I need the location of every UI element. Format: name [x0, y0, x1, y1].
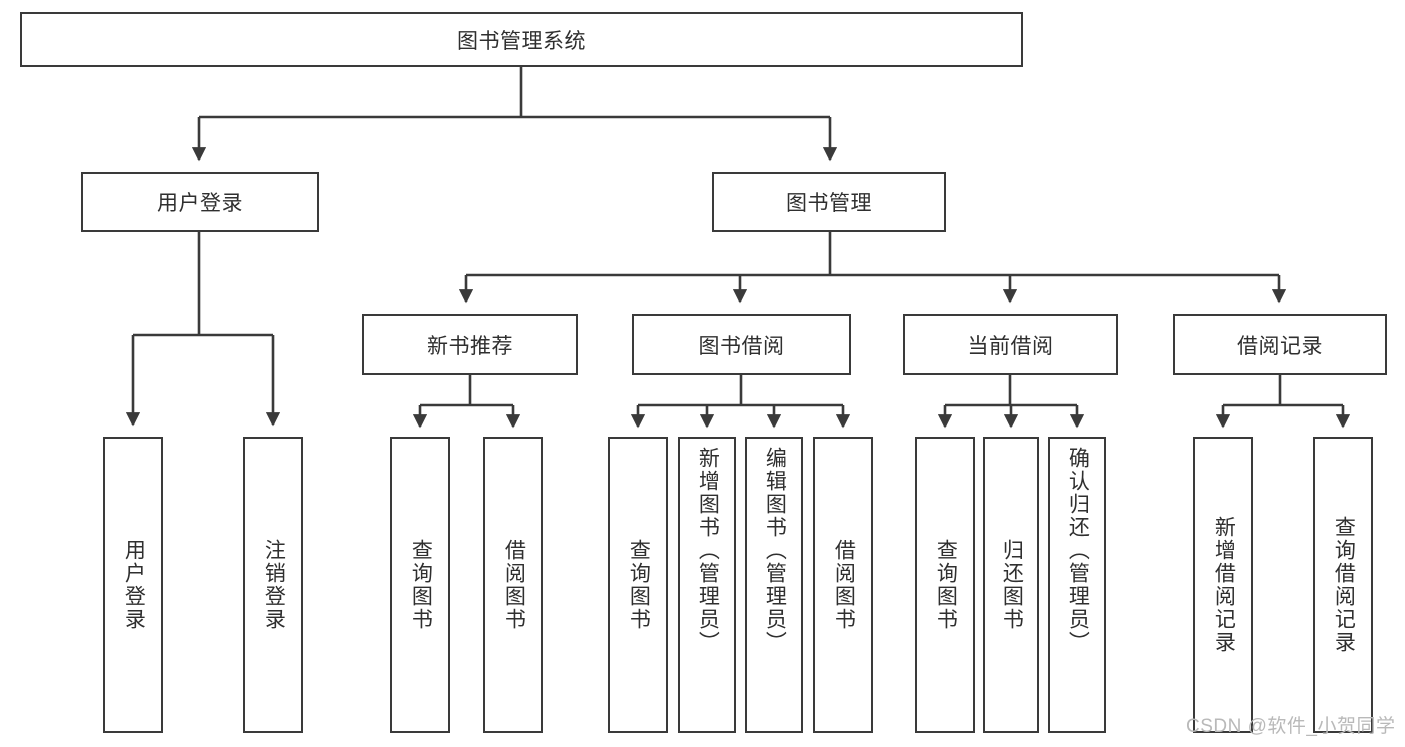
node-leaf-logout[interactable]: 注销登录 [243, 437, 303, 733]
node-leaf-borrow-book-2[interactable]: 借阅图书 [813, 437, 873, 733]
node-user-login-label: 用户登录 [157, 192, 243, 215]
node-leaf-query-record[interactable]: 查询借阅记录 [1313, 437, 1373, 733]
node-leaf-return-book-label: 归还图书 [1000, 539, 1024, 631]
node-leaf-user-login-label: 用户登录 [122, 539, 146, 631]
node-leaf-user-login[interactable]: 用户登录 [103, 437, 163, 733]
node-leaf-add-record[interactable]: 新增借阅记录 [1193, 437, 1253, 733]
node-new-book-recommend[interactable]: 新书推荐 [362, 314, 578, 375]
node-new-book-recommend-label: 新书推荐 [427, 334, 513, 358]
node-borrow-record[interactable]: 借阅记录 [1173, 314, 1387, 375]
watermark-text: CSDN @软件_小贺同学 [1186, 716, 1396, 737]
node-leaf-query-book-2[interactable]: 查询图书 [608, 437, 668, 733]
node-user-login[interactable]: 用户登录 [81, 172, 319, 232]
node-leaf-confirm-return-label: 确认归还（管理员） [1066, 447, 1090, 654]
node-leaf-return-book[interactable]: 归还图书 [983, 437, 1039, 733]
node-root[interactable]: 图书管理系统 [20, 12, 1023, 67]
node-leaf-query-book-3-label: 查询图书 [934, 539, 958, 631]
node-leaf-borrow-book-2-label: 借阅图书 [832, 539, 856, 631]
node-book-manage[interactable]: 图书管理 [712, 172, 946, 232]
node-borrow-record-label: 借阅记录 [1237, 334, 1323, 358]
node-book-borrow[interactable]: 图书借阅 [632, 314, 851, 375]
node-leaf-borrow-book-1-label: 借阅图书 [502, 539, 526, 631]
node-leaf-query-record-label: 查询借阅记录 [1332, 516, 1356, 654]
node-book-manage-label: 图书管理 [786, 192, 872, 215]
node-leaf-add-book-label: 新增图书（管理员） [696, 447, 720, 654]
node-current-borrow-label: 当前借阅 [967, 334, 1054, 358]
node-leaf-confirm-return[interactable]: 确认归还（管理员） [1048, 437, 1106, 733]
node-leaf-borrow-book-1[interactable]: 借阅图书 [483, 437, 543, 733]
node-leaf-query-book-3[interactable]: 查询图书 [915, 437, 975, 733]
node-leaf-query-book-2-label: 查询图书 [627, 539, 651, 631]
node-leaf-query-book-1[interactable]: 查询图书 [390, 437, 450, 733]
node-leaf-logout-label: 注销登录 [262, 539, 286, 631]
node-book-borrow-label: 图书借阅 [698, 334, 785, 358]
node-leaf-add-book[interactable]: 新增图书（管理员） [678, 437, 736, 733]
node-current-borrow[interactable]: 当前借阅 [903, 314, 1118, 375]
node-leaf-add-record-label: 新增借阅记录 [1212, 516, 1236, 654]
node-leaf-edit-book[interactable]: 编辑图书（管理员） [745, 437, 803, 733]
node-leaf-edit-book-label: 编辑图书（管理员） [763, 447, 787, 654]
node-root-label: 图书管理系统 [457, 29, 586, 53]
node-leaf-query-book-1-label: 查询图书 [409, 539, 433, 631]
